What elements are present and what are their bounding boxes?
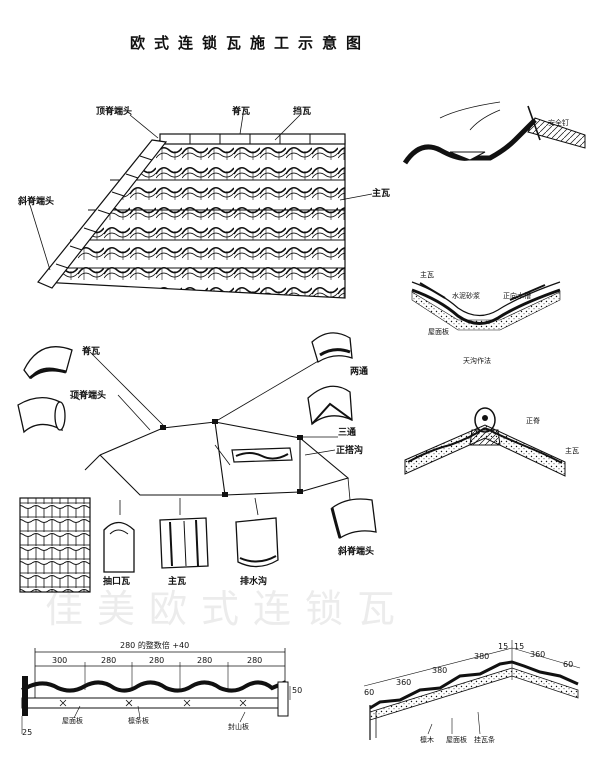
component-nodes [160,419,303,497]
dim-span-1: 300 [52,656,68,665]
valley-caption: 天沟作法 [463,357,491,365]
edge-tile-piece [103,521,135,573]
label-two-way: 两通 [350,367,369,377]
label-roof-board: 屋面板 [428,328,449,336]
components-frame [84,421,350,496]
label-comp-ridge-tile: 脊瓦 [82,347,101,357]
label-sec-board: 屋面板 [62,717,83,725]
label-comp-slant-ridge-end: 斜脊端头 [338,547,375,557]
label-three-way: 三通 [338,428,357,438]
dim-r-2: 360 [396,678,412,687]
ridge-detail [404,407,566,477]
label-top-ridge-end: 顶脊端头 [96,107,133,117]
ridge-tile-piece [23,346,73,380]
three-way-piece [307,385,353,426]
dim-r-6: 15 [514,642,525,651]
page-title: 欧式连锁瓦施工示意图 [130,34,371,52]
valley-detail [411,281,561,331]
section-left [21,648,291,734]
label-comp-top-ridge-end: 顶脊端头 [70,391,107,401]
section-right [363,640,581,740]
main-tile-piece [159,517,209,569]
dim-r-1: 60 [364,688,375,697]
label-gable-tile: 挡瓦 [293,107,312,117]
label-edge-tile: 抽口瓦 [103,577,131,587]
label-gutter: 正向水槽 [503,292,531,300]
dim-left: 25 [22,728,33,737]
dim-total: 280 的整数倍 +40 [120,641,190,650]
tile-sample-piece [19,497,91,593]
hip-ridge [37,139,168,289]
label-sec-batten: 檩条板 [128,717,149,725]
dim-r-7: 360 [530,650,546,659]
label-valley-main-tile: 主瓦 [420,271,434,279]
roof-tile-field [38,139,346,299]
dim-span-2: 280 [101,656,117,665]
label-comp-main-tile: 主瓦 [168,577,187,587]
label-valley-gutter: 正搭沟 [336,446,364,456]
nail-detail [402,101,586,165]
dim-right: 50 [292,686,303,695]
dim-r-8: 60 [563,660,574,669]
label-slant-ridge-end: 斜脊端头 [18,197,55,207]
roof-leaders [29,114,373,271]
label-ridge-tile: 脊瓦 [232,107,251,117]
dim-r-4: 380 [474,652,490,661]
label-ridge-main-tile: 主瓦 [565,447,579,455]
dim-r-5: 15 [498,642,509,651]
dim-span-5: 280 [247,656,263,665]
drain-gutter-piece [235,517,279,568]
watermark: 佳美欧式连锁瓦 [45,587,410,631]
label-main-tile: 主瓦 [372,189,391,199]
dim-span-3: 280 [149,656,165,665]
valley-gutter-piece [231,447,293,463]
label-r-batten: 挂瓦条 [474,736,495,744]
label-mortar: 水泥砂浆 [452,292,480,300]
slant-ridge-end-piece [330,498,377,540]
two-way-piece [311,332,353,364]
label-drain-gutter: 排水沟 [240,577,268,587]
ridge-cap [159,133,346,145]
top-ridge-end-piece [17,397,66,434]
dim-span-4: 280 [197,656,213,665]
component-leaders [69,351,351,516]
label-safety-nail: 安全钉 [548,119,569,127]
dim-r-3: 380 [432,666,448,675]
label-sec-fascia: 封山板 [228,723,249,731]
label-purlin: 檩木 [420,736,434,744]
label-r-board: 屋面板 [446,736,467,744]
label-ridge: 正脊 [526,417,540,425]
